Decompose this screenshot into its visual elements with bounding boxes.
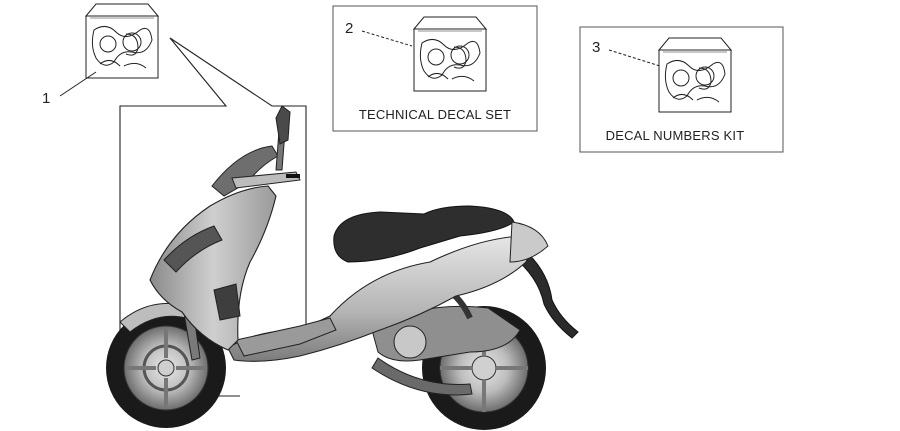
part-3-caption: DECAL NUMBERS KIT xyxy=(606,128,745,143)
part-1-leader xyxy=(59,71,97,97)
part-3-box: 3 DECAL NUMBERS KIT xyxy=(579,26,784,153)
front-shield xyxy=(149,185,277,351)
exhaust xyxy=(371,357,473,396)
rear-mudguard xyxy=(511,247,579,339)
part-2-box: 2 TECHNICAL DECAL SET xyxy=(332,5,538,132)
part-2-caption: TECHNICAL DECAL SET xyxy=(359,107,511,122)
decal-kit-bag-icon xyxy=(413,16,487,92)
handlebar-cover xyxy=(231,171,301,189)
front-grille xyxy=(163,225,223,273)
mirror xyxy=(275,105,291,145)
part-3-callout: 3 xyxy=(592,39,600,56)
decal-kit-bag-icon xyxy=(658,37,732,113)
part-3-leader xyxy=(608,49,661,67)
part-1-callout: 1 xyxy=(42,90,50,107)
floorboard xyxy=(235,317,337,357)
tail-fairing xyxy=(509,221,549,263)
side-vent xyxy=(213,283,241,321)
part-2-leader xyxy=(361,30,413,47)
engine-cover xyxy=(393,325,427,359)
decal-kit-bag-icon xyxy=(85,3,159,79)
scooter-illustration xyxy=(106,105,579,430)
front-wheel xyxy=(106,308,226,428)
application-area-outline-right xyxy=(169,37,307,330)
part-2-callout: 2 xyxy=(345,20,353,37)
